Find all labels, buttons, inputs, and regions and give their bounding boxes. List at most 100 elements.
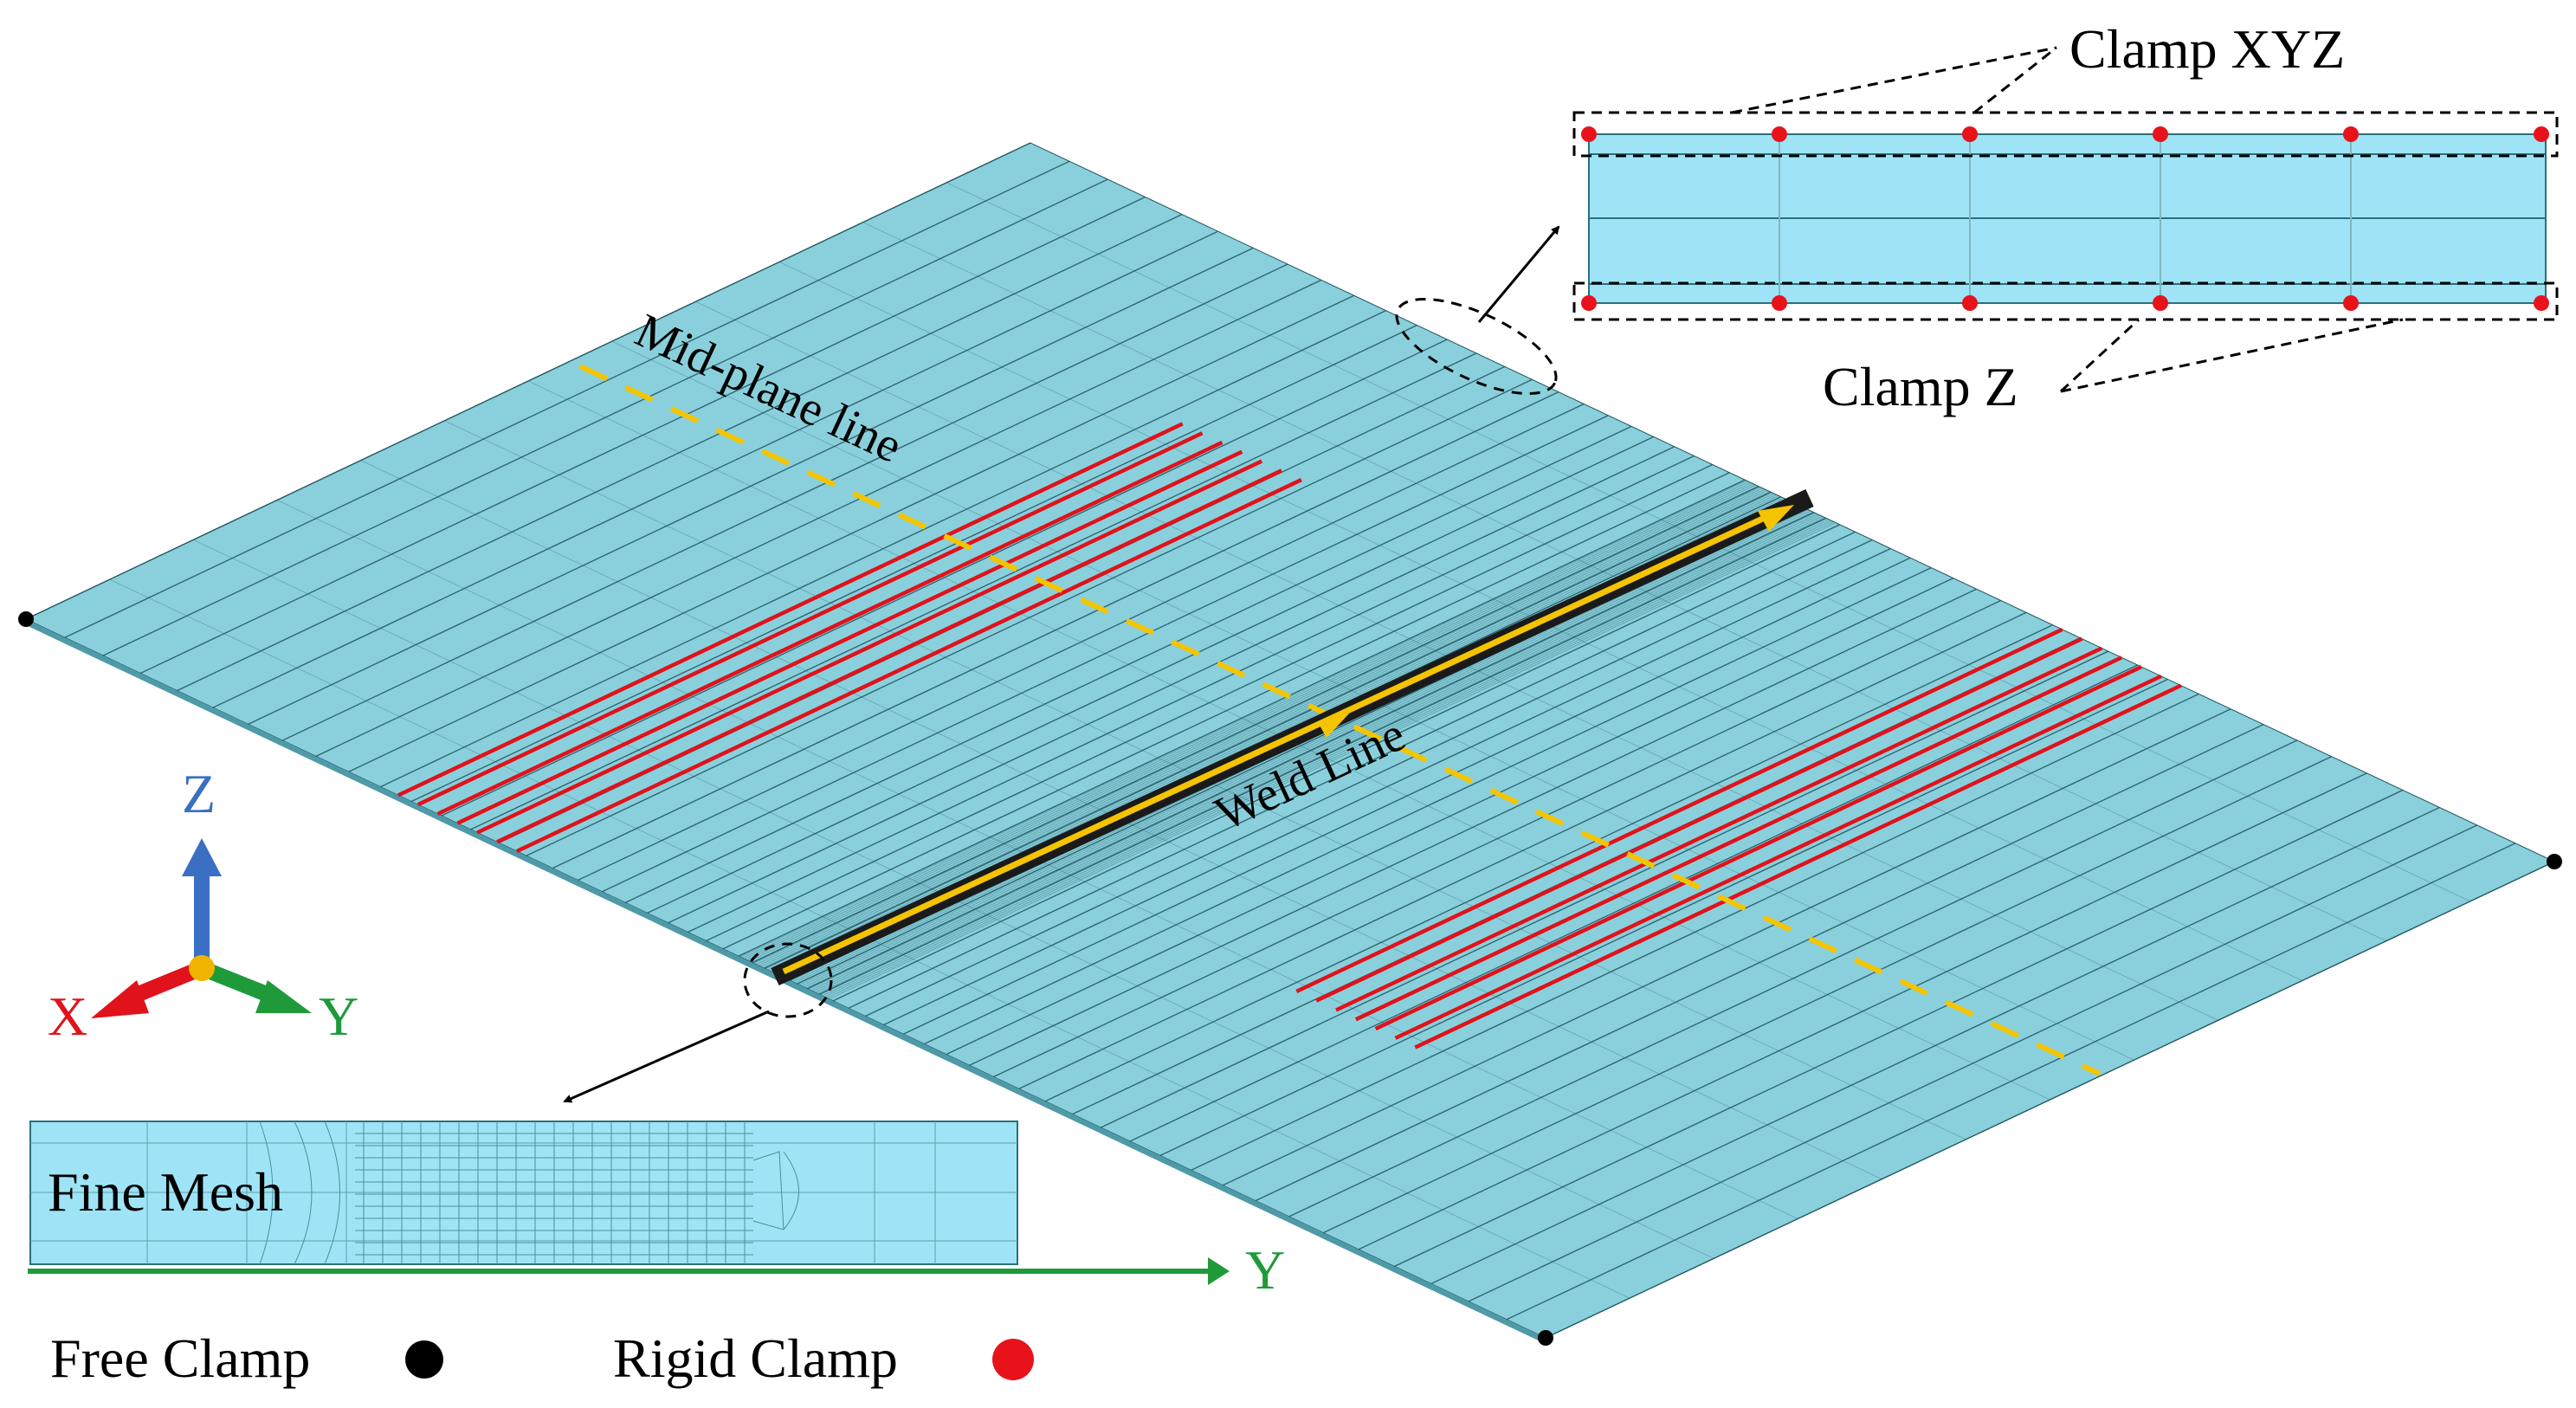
mid-plane-line [578,364,2101,1076]
mesh-line [722,472,1730,950]
fine-mesh-line [799,508,1807,985]
rigid-clamp-line [1315,636,2083,1003]
clamp-detail-inset: Clamp XYZ Clamp Z [1395,18,2559,417]
mesh-line [832,524,1841,1002]
fine-mesh-line [762,491,1770,969]
fine-mesh-line [805,511,1813,989]
mesh-line [1223,708,2231,1186]
mesh-line [1255,723,2264,1202]
free-clamp-dot-left [18,611,34,627]
clamp-xyz-point [1772,126,1787,142]
mesh-line [806,512,1815,990]
mesh-line [1394,789,2404,1268]
mesh-line [526,378,1533,856]
mesh-line [64,160,1070,638]
fine-mesh-line [744,482,1752,960]
mesh-line [924,566,1932,1045]
mesh-line [1545,861,2555,1339]
mesh-line [1288,740,2298,1217]
mesh-line [738,479,1746,957]
fine-mesh-line [815,515,1823,993]
fine-mesh-line [824,520,1832,998]
weld-arrow-head-icon [1758,505,1794,532]
mesh-line [281,263,1288,741]
mesh-line [248,247,1254,725]
clamp-xyz-point [2343,126,2359,142]
mesh-line [647,436,1654,914]
mesh-line [602,415,1609,893]
rigid-clamp-line [1295,627,2063,993]
axis-y-label: Y [319,985,358,1047]
fine-mesh-line [742,481,1750,959]
fine-mesh-line [817,516,1825,994]
rigid-clamp-line [476,459,1263,835]
rigid-clamp-line [1374,665,2143,1031]
mesh-line [1468,824,2478,1302]
clamp-z-label: Clamp Z [1823,356,2018,417]
x-axis-arrow-head-icon [91,980,149,1018]
clamp-z-point [2534,295,2549,311]
y-axis-arrow-head-icon [255,980,312,1013]
rigid-clamp-icon [992,1339,1034,1380]
clamp-xyz-point [1962,126,1978,142]
mesh-line [865,539,1873,1017]
mesh-y-axis-label: Y [1245,1239,1285,1301]
legend-rigid-clamp-label: Rigid Clamp [613,1327,898,1389]
weld-line-arrow [782,513,1768,975]
mesh-y-axis-arrow-head-icon [1208,1257,1230,1285]
clamp-xyz-point [2153,126,2168,142]
mesh-line [315,279,1322,758]
mesh-line [668,446,1675,924]
rigid-clamp-line [456,449,1243,825]
rigid-clamp-line [1394,674,2162,1040]
fine-mesh-line [808,512,1816,990]
mesh-line [1191,693,2199,1171]
clamp-z-leader-left [2059,318,2140,393]
fine-mesh-line [749,484,1756,962]
fine-mesh-grid [30,1121,1017,1265]
rigid-clamp-lines [397,422,2182,1050]
mesh-line [969,588,1977,1066]
mesh-line [1044,624,2053,1102]
rigid-clamp-line [515,478,1302,854]
mesh-line [752,486,1759,964]
clamp-zoom-marker [1395,297,1558,396]
mesh-line [552,391,1559,869]
mesh-line [1159,678,2168,1157]
mesh-line [848,531,1856,1009]
fine-mesh-line [756,488,1763,966]
fine-mesh-line [810,513,1818,991]
clamp-xyz-box [1572,111,2559,158]
mesh-line [1129,664,2138,1142]
fine-mesh-line [829,522,1837,1000]
fine-mesh-line [826,520,1834,998]
mesh-line [380,310,1386,788]
mesh-line [212,230,1218,708]
mesh-line [624,425,1632,903]
rigid-clamp-line [436,440,1223,816]
axes-origin [189,955,215,981]
fine-mesh-line [753,487,1761,965]
coordinate-axes-icon: Z X Y [48,763,358,1047]
free-clamp-dot-right [2547,854,2562,869]
mesh-line [946,578,1954,1056]
mesh-line [102,178,1108,656]
rigid-clamp-line [1414,683,2182,1050]
clamp-xyz-point [2534,126,2549,142]
fine-mesh-line [760,489,1768,967]
legend-free-clamp-label: Free Clamp [50,1327,310,1389]
plate [18,142,2562,1346]
fine-mesh-line [746,483,1754,961]
mesh-line [1101,650,2109,1128]
mesh-line [348,294,1355,772]
fine-mesh-line [758,488,1766,966]
clamp-zoom-arrow [1477,225,1560,323]
clamp-z-point [1581,295,1597,311]
clamp-z-box [1572,281,2559,321]
weld-direction-mark-icon [1318,714,1349,738]
clamp-xyz-point [1581,126,1597,142]
mesh-line [410,324,1417,803]
mesh-line [993,599,2002,1078]
clamp-xyz-label: Clamp XYZ [2069,18,2345,80]
